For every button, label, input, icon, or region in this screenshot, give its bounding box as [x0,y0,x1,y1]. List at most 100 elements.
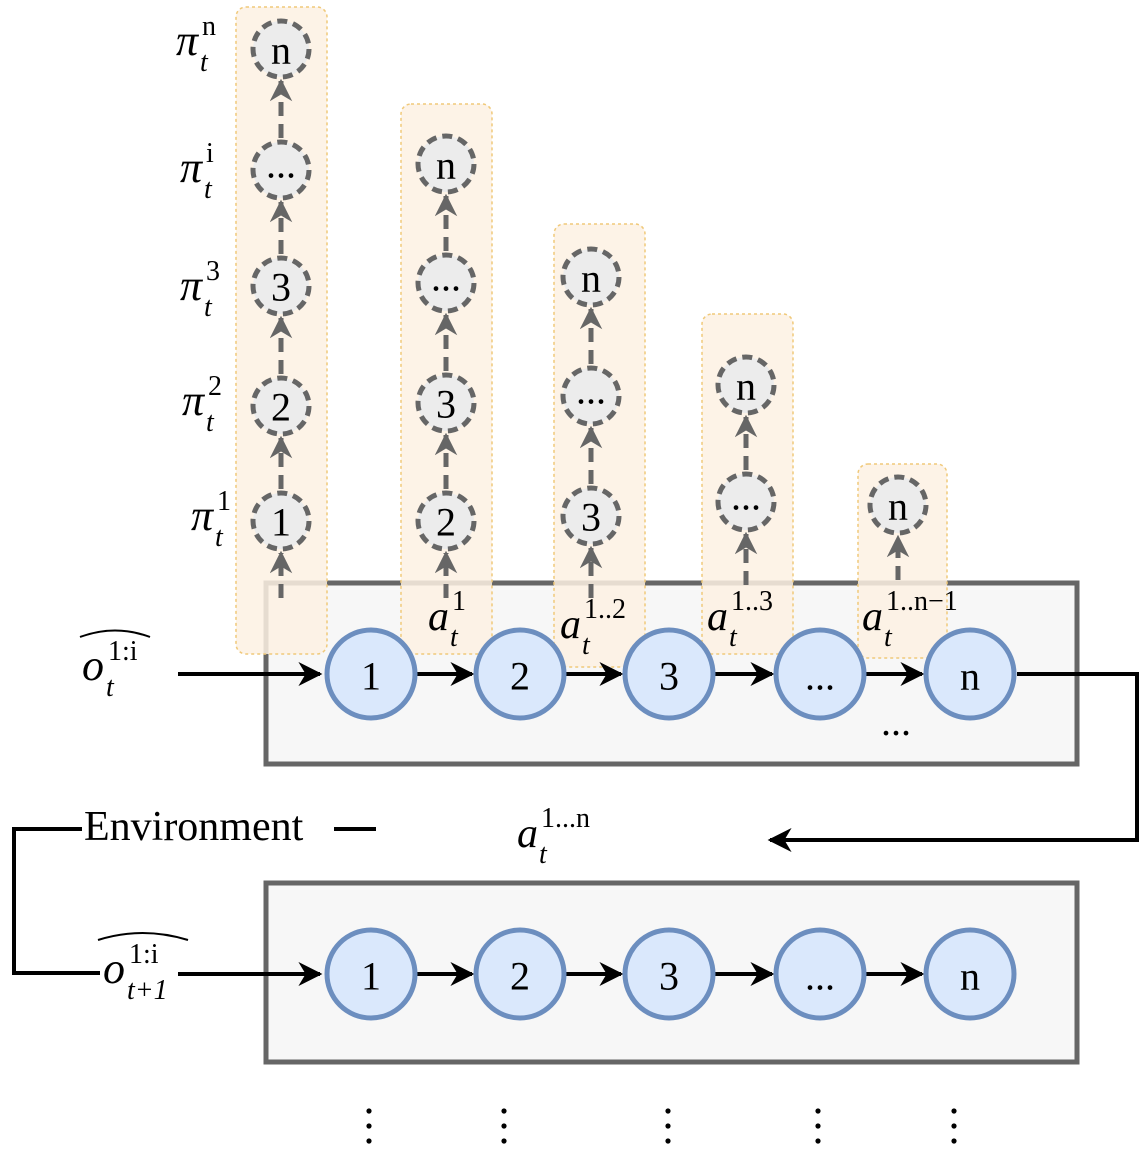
superscript: 1 [452,586,466,617]
subscript: t [215,522,224,553]
policy-node-col2-3: ... [415,252,477,314]
subscript: t [539,839,548,870]
agent-circle [773,927,867,1021]
symbol: π [182,376,206,425]
policy-node-label: ... [431,255,461,300]
dot [366,1123,372,1129]
policy-node-col2-4: n [415,133,477,195]
policy-node-col1-5: n [250,18,312,80]
policy-node-label: 1 [271,500,291,545]
subscript: t [204,174,213,205]
dot [501,1108,507,1114]
vdots-5 [951,1108,957,1144]
environment-label: Environment [84,804,304,850]
subscript: t [200,47,209,78]
policy-circle [250,255,312,317]
policy-node-label: 3 [436,382,456,427]
agent-circle [622,927,716,1021]
policy-node-label: ... [576,368,606,413]
agent-circle [324,927,418,1021]
agent-circle [773,627,867,721]
top-node-1: 1 [324,627,418,721]
policy-node-label: ... [266,142,296,187]
policy-node-label: n [888,484,908,529]
policy-circle [250,139,312,201]
policy-node-label: n [436,143,456,188]
symbol: π [180,261,204,310]
policy-node-col1-4: ... [250,139,312,201]
symbol: o [103,944,125,993]
policy-circle [250,490,312,552]
environment-loop [12,827,100,975]
policy-node-col2-1: 2 [415,490,477,552]
vdots-4 [815,1108,821,1144]
policy-node-label: 3 [581,495,601,540]
superscript: 3 [206,256,220,287]
policy-circle [560,246,622,308]
symbol: π [180,143,204,192]
continuation-dots [366,1108,957,1144]
policy-circle [415,372,477,434]
superscript: 1..2 [584,594,626,625]
dot [665,1123,671,1129]
policy-node-col4-1: ... [715,471,777,533]
joint-action-path [767,672,1139,852]
agent-circle [622,627,716,721]
subscript: t+1 [127,975,168,1006]
policy-circle [415,133,477,195]
dot [665,1138,671,1144]
bottom-node-2: 2 [473,927,567,1021]
policy-circle [715,471,777,533]
agent-circle [923,927,1017,1021]
superscript: 1..n−1 [886,586,958,617]
policy-node-label: 2 [436,500,456,545]
policy-circle [415,490,477,552]
policy-node-label: ... [731,474,761,519]
policy-node-label: 2 [271,385,291,430]
top-node-2: 2 [473,627,567,721]
agent-label: 2 [510,654,530,699]
top-node-5: n [923,627,1017,721]
hat-accent [79,629,151,638]
policy-node-col5-1: n [867,474,929,536]
top-chain-nodes: 1 2 3... n [324,627,1017,721]
top-node-3: 3 [622,627,716,721]
superscript: i [206,138,214,169]
policy-circle [415,252,477,314]
agent-label: 3 [659,654,679,699]
subscript: t [206,407,215,438]
dot [815,1123,821,1129]
hat-accent [97,932,189,941]
policy-edges [269,78,910,598]
dot [366,1138,372,1144]
superscript: 1 [217,486,231,517]
symbol: a [517,811,538,857]
agent-label: ... [805,654,835,699]
symbol: a [428,594,449,640]
agent-label: n [960,954,980,999]
policy-node-col4-2: n [715,354,777,416]
dot [366,1108,372,1114]
agent-label: 1 [361,654,381,699]
superscript: n [202,11,216,42]
policy-node-label: n [736,364,756,409]
symbol: π [176,16,200,65]
policy-circle [250,18,312,80]
bottom-node-1: 1 [324,927,418,1021]
policy-node-col3-1: 3 [560,485,622,547]
policy-node-col3-3: n [560,246,622,308]
symbol: o [82,641,104,690]
